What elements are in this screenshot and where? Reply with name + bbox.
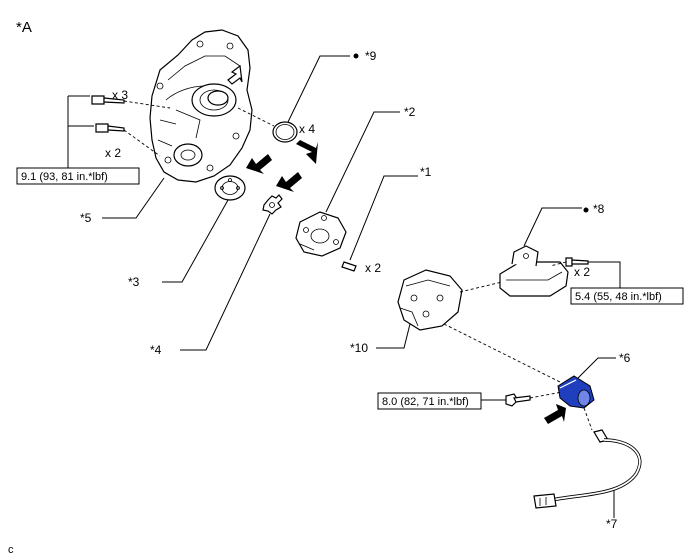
housing-bolt-lower: [95, 123, 125, 133]
outer-rotor: [214, 175, 246, 201]
housing-bolt-upper: [91, 95, 125, 105]
wire-harness: [533, 429, 642, 509]
footer-mark: c: [8, 544, 14, 556]
view-label: *A: [16, 19, 32, 36]
install-arrow-icon-rotor: [246, 154, 272, 174]
torque-sensor: 8.0 (82, 71 in.*lbf): [382, 396, 469, 408]
housing-part: [149, 29, 253, 183]
callout-3: *3: [128, 275, 140, 289]
dowel-pin: [341, 261, 357, 272]
bullet-dot-8: [583, 207, 589, 213]
pins-qty: x 2: [365, 261, 381, 275]
install-arrow-icon-sensor: [544, 404, 566, 424]
bullet-dot-9: [353, 53, 359, 59]
torque-box-cover: [570, 287, 684, 305]
highlighted-sensor: [557, 375, 595, 409]
pump-cover: [295, 211, 347, 257]
callout-1: *1: [420, 165, 432, 179]
bolt-a-qty: x 3: [112, 88, 128, 102]
o-ring: [272, 121, 298, 143]
torque-box-housing: [16, 167, 140, 185]
callout-2: *2: [404, 105, 416, 119]
cover-bolt: [565, 257, 589, 267]
valve-body: [397, 269, 463, 331]
inspect-arrow-icon: [227, 64, 243, 85]
callout-8: *8: [593, 202, 605, 216]
callout-9: *9: [365, 49, 377, 63]
torque-cover: 5.4 (55, 48 in.*lbf): [575, 291, 662, 303]
callout-10: *10: [350, 341, 368, 355]
callout-7: *7: [606, 517, 618, 531]
sensor-bolt: [505, 393, 531, 407]
torque-housing: 9.1 (93, 81 in.*lbf): [21, 171, 108, 183]
callout-5: *5: [80, 211, 92, 225]
install-arrow-icon-inner-rotor: [276, 172, 302, 192]
install-arrow-icon-oring: [296, 140, 318, 164]
callout-4: *4: [150, 343, 162, 357]
oring-qty: x 4: [299, 122, 315, 136]
cover-bolts-qty: x 2: [574, 265, 590, 279]
cover-plate: [499, 245, 569, 297]
callout-6: *6: [619, 351, 631, 365]
torque-box-sensor: [377, 392, 482, 410]
inner-rotor: [262, 194, 283, 215]
bolt-b-qty: x 2: [105, 146, 121, 160]
